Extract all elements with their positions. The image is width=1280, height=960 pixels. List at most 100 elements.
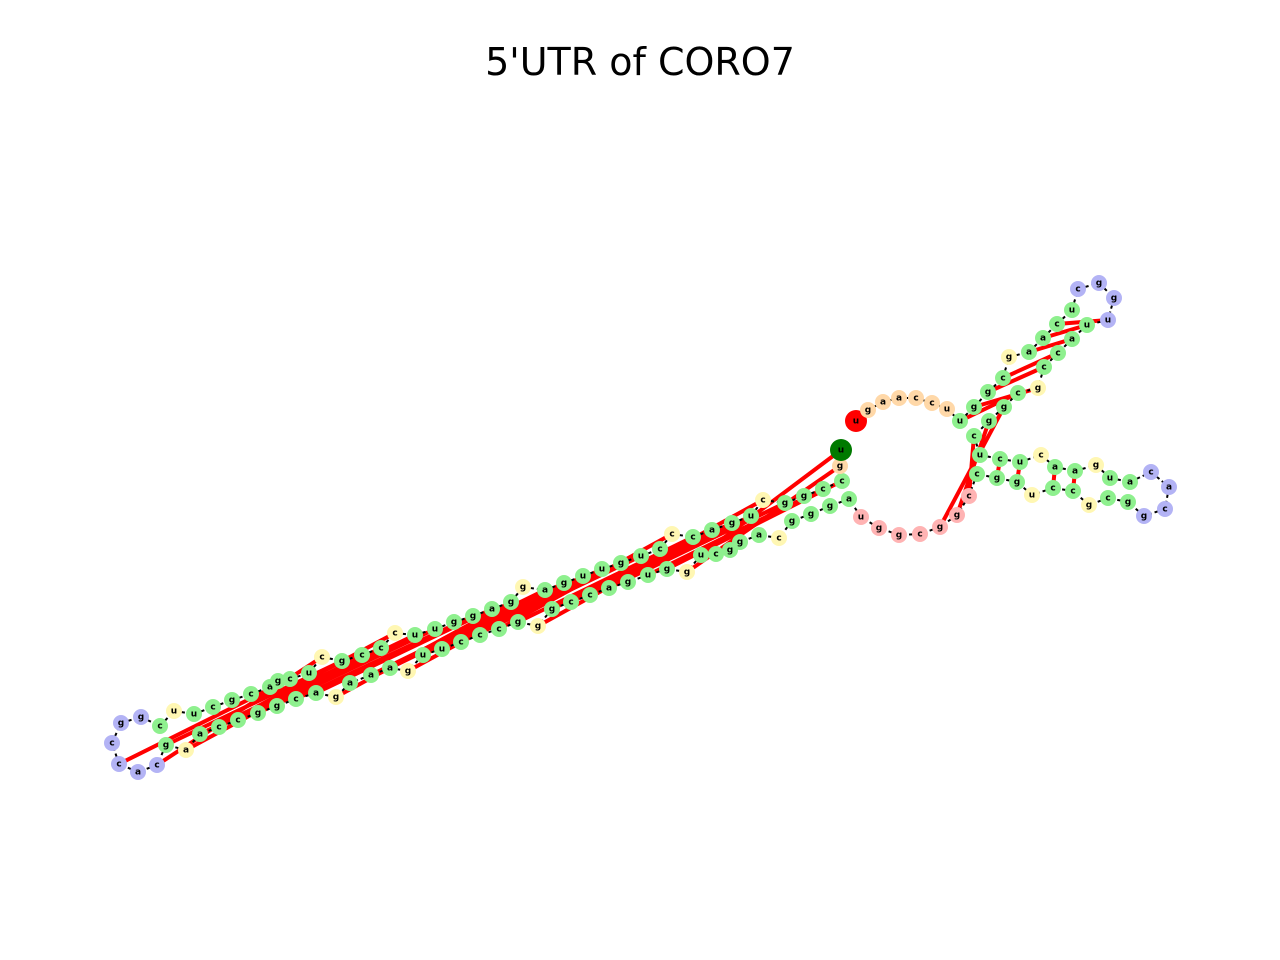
nucleotide-label: u	[580, 572, 586, 582]
nucleotide-27: g	[996, 399, 1012, 415]
nucleotide-circle	[446, 614, 462, 630]
nucleotide-circle	[652, 541, 668, 557]
nucleotide-label: c	[839, 477, 844, 487]
nucleotide-91: g	[269, 698, 285, 714]
nucleotide-118: c	[387, 625, 403, 641]
nucleotide-circle	[1091, 275, 1107, 291]
nucleotide-label: g	[664, 565, 670, 575]
nucleotide-89: a	[308, 685, 324, 701]
nucleotide-circle	[972, 447, 988, 463]
nucleotide-28: g	[981, 413, 997, 429]
nucleotide-55: c	[912, 526, 928, 542]
nucleotide-label: g	[255, 709, 261, 719]
nucleotide-label: c	[760, 496, 765, 506]
nucleotide-label: g	[1093, 461, 1099, 471]
nucleotide-label: c	[657, 545, 662, 555]
nucleotide-circle	[111, 756, 127, 772]
nucleotide-94: c	[211, 719, 227, 735]
nucleotide-circle	[166, 703, 182, 719]
nucleotide-circle	[582, 587, 598, 603]
nucleotide-circle	[1136, 508, 1152, 524]
nucleotide-circle	[192, 726, 208, 742]
nucleotide-circle	[1067, 463, 1083, 479]
nucleotide-label: c	[820, 485, 825, 495]
nucleotide-circle	[491, 621, 507, 637]
nucleotide-circle	[1049, 316, 1065, 332]
nucleotide-71: u	[640, 567, 656, 583]
nucleotide-circle	[601, 580, 617, 596]
nucleotide-circle	[891, 390, 907, 406]
nucleotide-26: c	[1010, 385, 1026, 401]
nucleotide-107: c	[205, 699, 221, 715]
nucleotide-label: g	[1096, 279, 1102, 289]
nucleotide-label: g	[1035, 384, 1041, 394]
nucleotide-label: c	[154, 761, 159, 771]
nucleotide-label: u	[858, 513, 864, 523]
nucleotide-label: g	[138, 713, 144, 723]
nucleotide-circle	[949, 507, 965, 523]
nucleotide-circle	[133, 709, 149, 725]
nucleotide-circle	[724, 515, 740, 531]
nucleotide-11: c	[995, 370, 1011, 386]
nucleotide-circle	[822, 498, 838, 514]
nucleotide-41: c	[1157, 501, 1173, 517]
nucleotide-circle	[400, 663, 416, 679]
nucleotide-circle	[1001, 349, 1017, 365]
nucleotide-label: g	[625, 578, 631, 588]
nucleotide-38: a	[1122, 474, 1138, 490]
nucleotide-135: a	[704, 522, 720, 538]
nucleotide-44: c	[1100, 490, 1116, 506]
nucleotide-circle	[1021, 344, 1037, 360]
nucleotide-label: c	[157, 722, 162, 732]
nucleotide-111: g	[270, 673, 286, 689]
nucleotide-circle	[664, 526, 680, 542]
nucleotide-79: c	[491, 621, 507, 637]
nucleotide-label: c	[669, 530, 674, 540]
nucleotide-label: g	[451, 618, 457, 628]
nucleotide-label: g	[937, 523, 943, 533]
nucleotide-circle	[693, 547, 709, 563]
nucleotide-7: u	[939, 401, 955, 417]
nucleotide-label: g	[163, 741, 169, 751]
nucleotide-66: g	[722, 542, 738, 558]
nucleotide-circle	[640, 567, 656, 583]
nucleotide-60: g	[822, 498, 838, 514]
nucleotide-circle	[530, 618, 546, 634]
nucleotide-101: c	[104, 735, 120, 751]
nucleotide-34: a	[1047, 459, 1063, 475]
nucleotide-label: g	[333, 693, 339, 703]
nucleotide-label: g	[971, 403, 977, 413]
nucleotide-15: c	[1049, 316, 1065, 332]
nucleotide-label: c	[248, 690, 253, 700]
nucleotide-circle	[373, 640, 389, 656]
nucleotide-36: g	[1088, 457, 1104, 473]
nucleotide-78: g	[510, 614, 526, 630]
nucleotide-circle	[860, 402, 876, 418]
nucleotide-54: g	[932, 519, 948, 535]
nucleotide-label: g	[1006, 353, 1012, 363]
nucleotide-126: a	[537, 582, 553, 598]
nucleotide-label: c	[1055, 349, 1060, 359]
nucleotide-label: c	[235, 716, 240, 726]
nucleotide-label: g	[1001, 403, 1007, 413]
nucleotide-label: c	[1000, 374, 1005, 384]
nucleotide-circle	[845, 410, 867, 432]
nucleotide-circle	[563, 594, 579, 610]
nucleotide-label: g	[508, 598, 514, 608]
nucleotide-30: u	[972, 447, 988, 463]
nucleotide-label: u	[645, 571, 651, 581]
nucleotide-label: c	[458, 638, 463, 648]
nucleotide-label: g	[737, 538, 743, 548]
nucleotide-circle	[751, 527, 767, 543]
nucleotide-circle	[556, 575, 572, 591]
nucleotide-label: c	[392, 629, 397, 639]
nucleotide-circle	[952, 413, 968, 429]
nucleotide-label: c	[109, 739, 114, 749]
nucleotide-label: c	[713, 550, 718, 560]
nucleotide-label: g	[994, 474, 1000, 484]
base-pair-38	[295, 614, 474, 701]
nucleotide-circle	[1122, 474, 1138, 490]
nucleotide-31: c	[992, 451, 1008, 467]
nucleotide-circle	[815, 481, 831, 497]
nucleotide-circle	[830, 439, 852, 461]
